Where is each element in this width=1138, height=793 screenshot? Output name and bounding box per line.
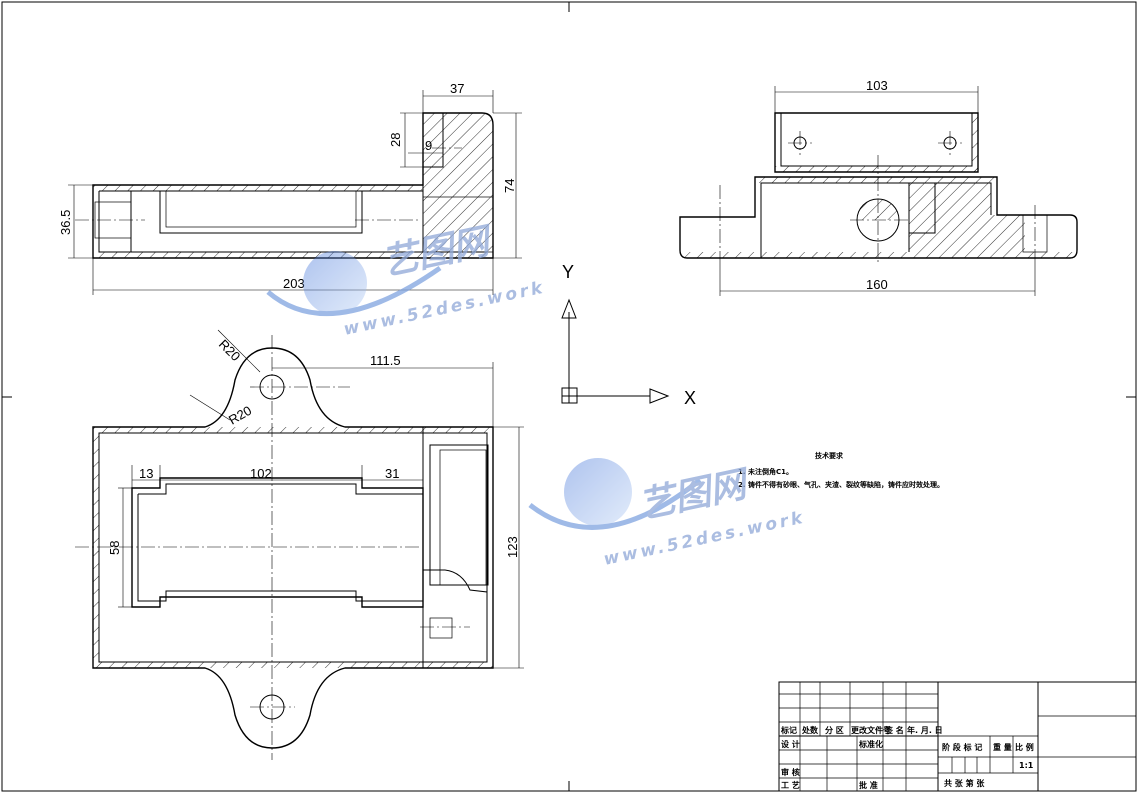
axis-x-label: X (684, 388, 696, 408)
tb-design: 设 计 (781, 739, 800, 749)
dim-74: 74 (502, 179, 517, 193)
watermark-globe-icon (528, 458, 702, 530)
dim-9: 9 (425, 138, 432, 153)
dim-31: 31 (385, 466, 399, 481)
tb-zone: 分 区 (825, 725, 844, 735)
watermark-brand: 艺图网 (635, 463, 754, 527)
dim-102: 102 (250, 466, 272, 481)
dim-28: 28 (388, 133, 403, 147)
tb-stage: 阶 段 标 记 (942, 742, 982, 752)
side-view: 103 160 (679, 78, 1078, 296)
tb-approve: 批 准 (859, 780, 878, 790)
tb-sign: 签 名 (884, 725, 904, 735)
watermark-1: 艺图网 www.52des.work (266, 220, 547, 340)
dim-r20-fillet: R20 (226, 403, 254, 428)
notes-line-2: 2. 铸件不得有砂眼、气孔、夹渣、裂纹等缺陷，铸件应时效处理。 (738, 480, 944, 489)
tb-standard: 标准化 (858, 739, 883, 749)
dim-103: 103 (866, 78, 888, 93)
tb-review: 审 核 (781, 767, 800, 777)
tb-mark: 标记 (780, 725, 797, 735)
watermark-globe-icon (266, 251, 442, 317)
tb-weight: 重 量 (993, 742, 1012, 752)
dim-160: 160 (866, 277, 888, 292)
technical-notes: 技术要求 1. 未注倒角C1。 2. 铸件不得有砂眼、气孔、夹渣、裂纹等缺陷，铸… (738, 451, 944, 489)
dim-r20-top: R20 (216, 337, 243, 364)
tb-sheets: 共 张 第 张 (944, 778, 985, 788)
tb-scale: 比 例 (1015, 742, 1034, 752)
notes-line-1: 1. 未注倒角C1。 (738, 467, 793, 476)
dim-123: 123 (505, 536, 520, 558)
dim-13: 13 (139, 466, 153, 481)
dim-203: 203 (283, 276, 305, 291)
dim-111-5: 111.5 (370, 353, 401, 368)
dim-58: 58 (107, 541, 122, 555)
tb-count: 处数 (801, 725, 819, 735)
dim-37: 37 (450, 81, 464, 96)
tb-scale-value: 1:1 (1019, 761, 1034, 770)
top-view: R20 R20 111.5 13 102 31 58 123 (75, 329, 524, 760)
tb-date: 年. 月. 日 (907, 725, 943, 735)
dim-36-5: 36.5 (58, 210, 73, 235)
notes-title: 技术要求 (815, 451, 844, 460)
front-view: 37 28 9 74 36.5 203 (58, 81, 522, 295)
axis-y-label: Y (562, 262, 574, 282)
title-block: 标记 处数 分 区 更改文件号 签 名 年. 月. 日 设 计 标准化 阶 段 … (778, 681, 1137, 792)
tb-process: 工 艺 (781, 780, 800, 790)
watermark-url: www.52des.work (602, 508, 807, 570)
watermark-url: www.52des.work (342, 278, 547, 340)
ucs-axis-icon: X Y (561, 262, 696, 408)
tb-doc-no: 更改文件号 (851, 725, 891, 735)
